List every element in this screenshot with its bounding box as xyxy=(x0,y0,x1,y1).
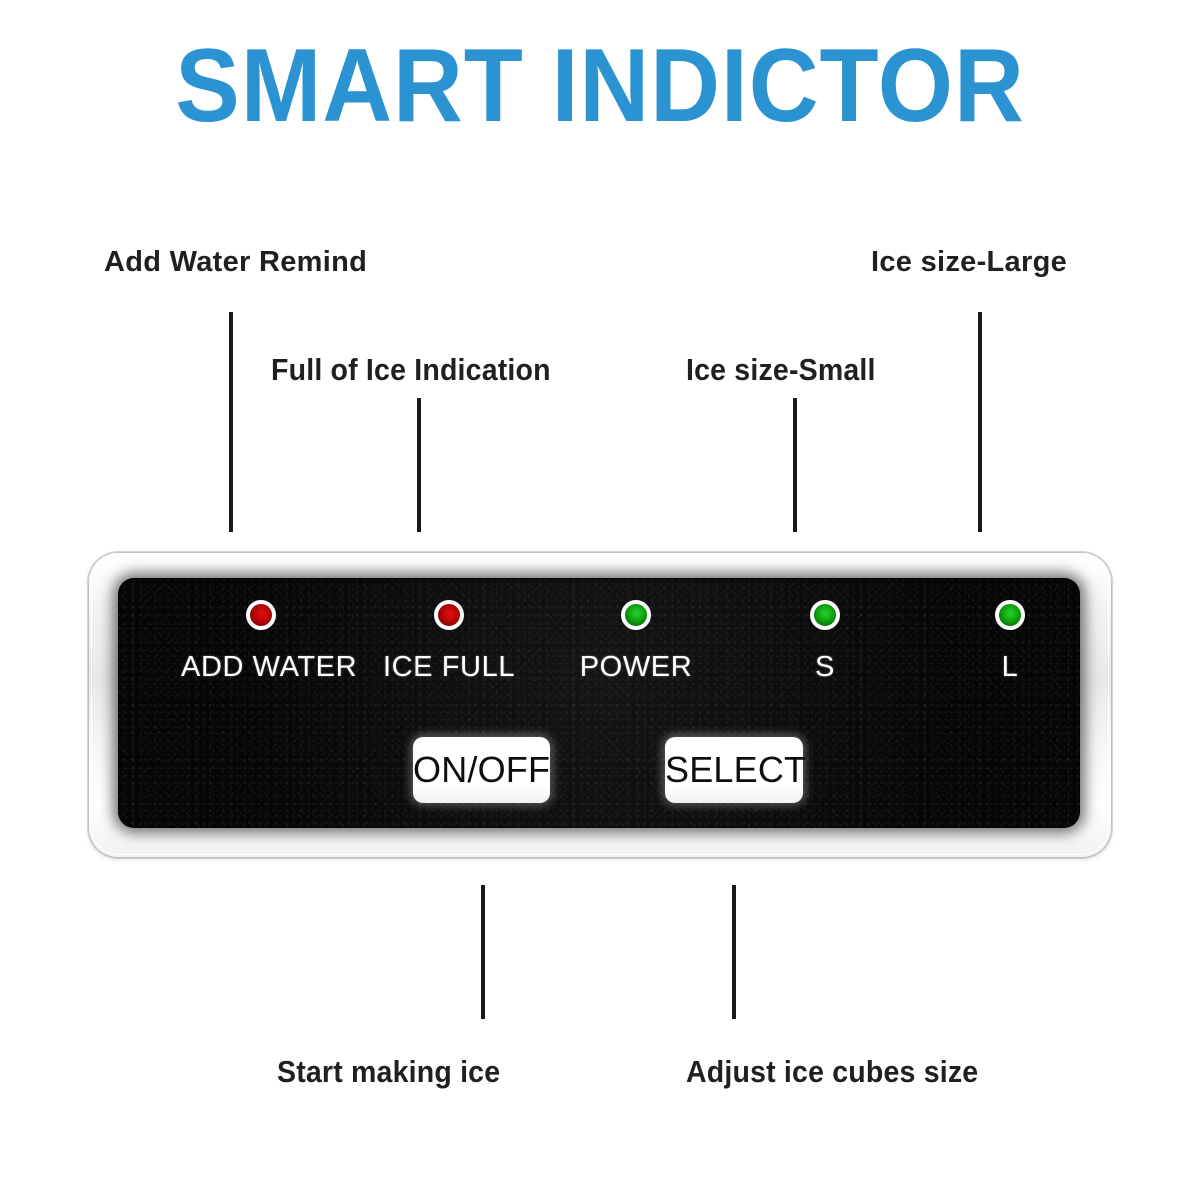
select-button[interactable]: SELECT xyxy=(665,737,806,803)
indicator-label-ice-full: ICE FULL xyxy=(382,651,516,683)
leader-line-full-of-ice xyxy=(417,398,421,532)
leader-line-add-water-remind xyxy=(229,312,233,532)
control-panel-face: ADD WATER ICE FULL POWER S L ON/OFF SELE… xyxy=(118,578,1080,828)
callout-ice-size-small: Ice size-Small xyxy=(686,352,876,387)
callout-ice-size-large: Ice size-Large xyxy=(871,246,1068,278)
page-title: SMART INDICTOR xyxy=(175,28,1025,144)
callout-adjust-ice-cubes-size: Adjust ice cubes size xyxy=(686,1054,979,1089)
indicator-add-water: ADD WATER xyxy=(181,600,358,683)
indicator-ice-size-large: L xyxy=(930,600,1080,682)
indicator-label-ice-size-large: L xyxy=(1001,651,1019,683)
leader-line-start-making-ice xyxy=(481,885,485,1019)
leader-line-ice-size-small xyxy=(793,398,797,532)
leader-line-adjust-ice-cubes xyxy=(732,885,736,1019)
led-red-icon xyxy=(434,600,464,630)
indicator-ice-size-small: S xyxy=(745,600,905,682)
led-green-icon xyxy=(810,600,840,630)
leader-line-ice-size-large xyxy=(978,312,982,532)
callout-add-water-remind: Add Water Remind xyxy=(104,246,368,278)
indicator-power: POWER xyxy=(556,600,716,682)
callout-start-making-ice: Start making ice xyxy=(277,1054,501,1089)
led-green-icon xyxy=(995,600,1025,630)
on-off-button[interactable]: ON/OFF xyxy=(413,737,550,803)
callout-full-of-ice-indication: Full of Ice Indication xyxy=(271,352,551,387)
led-green-icon xyxy=(621,600,651,630)
indicator-label-ice-size-small: S xyxy=(815,651,835,683)
indicator-label-power: POWER xyxy=(579,651,693,683)
indicator-label-add-water: ADD WATER xyxy=(181,651,358,683)
led-red-icon xyxy=(246,600,276,630)
control-panel-bezel: ADD WATER ICE FULL POWER S L ON/OFF SELE… xyxy=(88,552,1112,858)
indicator-ice-full: ICE FULL xyxy=(369,600,529,682)
